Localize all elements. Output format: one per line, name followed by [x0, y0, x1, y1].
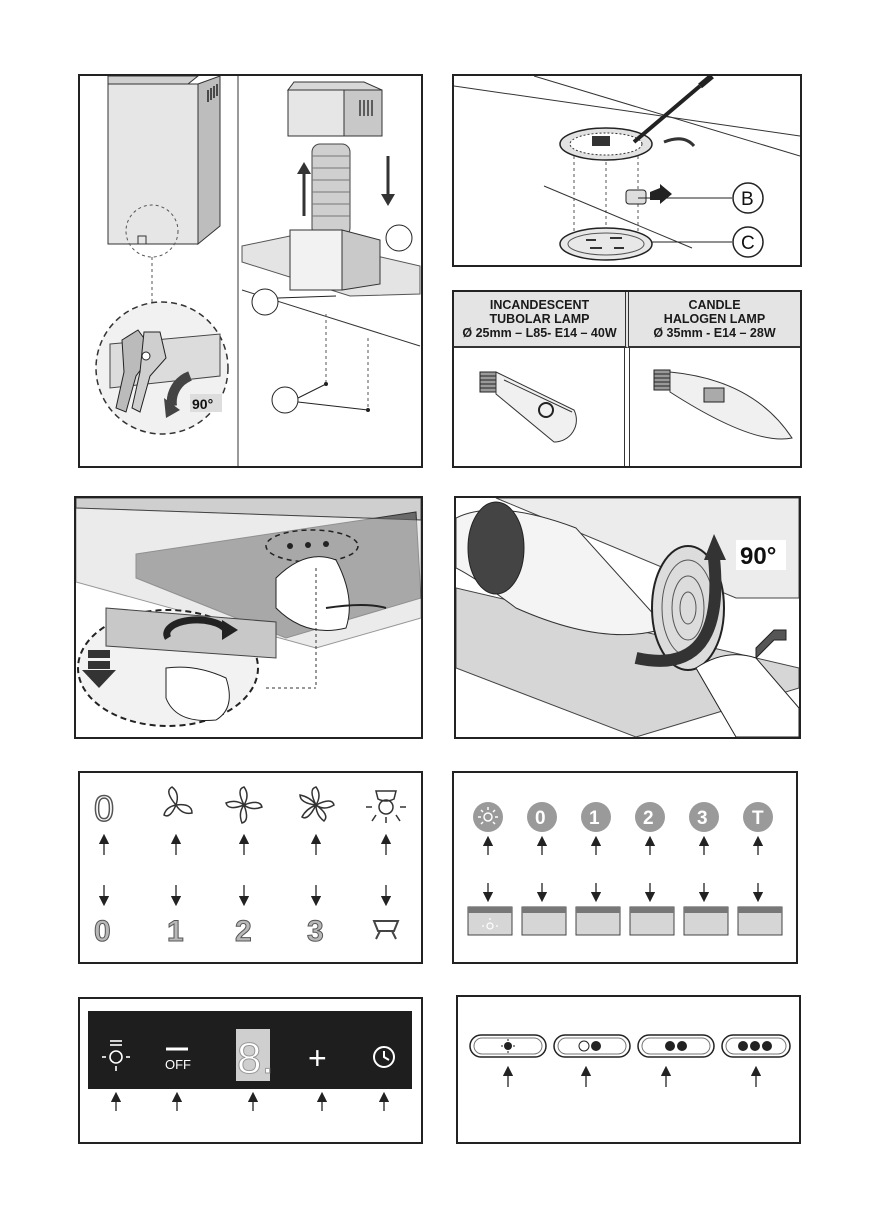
callout-b: B [741, 189, 754, 210]
symbols-a-diagram: 0 0 1 [80, 773, 421, 962]
figure-lamp-cover-removal: B C [452, 74, 802, 267]
lamp-type-line: CANDLE [629, 298, 800, 312]
control-panel-touch-c: OFF 8. + [78, 997, 423, 1144]
lamp-type-line: HALOGEN LAMP [629, 312, 800, 326]
off-symbol-icon: 0 [94, 788, 114, 829]
touch-panel-diagram: OFF 8. + [80, 999, 421, 1142]
display-digit: 8. [237, 1034, 274, 1083]
figure-filter-rotation: 90° [454, 496, 801, 739]
speed-1-label: 1 [167, 915, 184, 948]
control-panel-buttons-b: 0 1 2 3 T [452, 771, 798, 964]
lamp-cover-illustration: B C [454, 76, 800, 265]
lamp-spec-line: Ø 35mm - E14 – 28W [629, 326, 800, 340]
light-bulb-icon [366, 791, 406, 823]
pill-buttons-diagram [458, 997, 799, 1142]
lamp-indicator-icon [374, 921, 398, 939]
speed-3-label: 3 [697, 808, 708, 829]
lamp-type-line: TUBOLAR LAMP [454, 312, 625, 326]
speed-0-label: 0 [94, 915, 111, 948]
speed-3-label: 3 [307, 915, 324, 948]
rotation-angle-label: 90° [740, 543, 776, 570]
chimney-illustration: 90° [80, 76, 421, 466]
lamp-table-header: INCANDESCENT TUBOLAR LAMP Ø 25mm – L85- … [454, 292, 800, 348]
buttons-b-diagram: 0 1 2 3 T [454, 773, 796, 962]
lamp-column-halogen: CANDLE HALOGEN LAMP Ø 35mm - E14 – 28W [629, 292, 800, 348]
control-panel-pills-d [456, 995, 801, 1144]
tubular-lamp-icon [480, 372, 576, 442]
speed-3-dots-icon [738, 1041, 772, 1051]
off-label: OFF [165, 1057, 191, 1072]
fan-speed-1-icon [164, 787, 192, 816]
figure-filter-removal [74, 496, 423, 739]
light-button[interactable] [473, 802, 503, 832]
speed-1-label: 1 [589, 808, 600, 829]
rotation-angle-label: 90° [192, 396, 213, 412]
control-panel-symbols-a: 0 0 1 [78, 771, 423, 964]
lamp-column-incandescent: INCANDESCENT TUBOLAR LAMP Ø 25mm – L85- … [454, 292, 629, 348]
fan-speed-3-icon [300, 787, 334, 821]
lamp-spec-line: Ø 25mm – L85- E14 – 40W [454, 326, 625, 340]
figure-chimney-installation: 90° [78, 74, 423, 468]
timer-label: T [752, 808, 764, 829]
lamp-types-table: INCANDESCENT TUBOLAR LAMP Ø 25mm – L85- … [452, 290, 802, 468]
candle-lamp-icon [654, 370, 792, 439]
speed-2-label: 2 [235, 915, 252, 948]
lamp-type-line: INCANDESCENT [454, 298, 625, 312]
table-column-divider [624, 348, 630, 468]
speed-2-label: 2 [643, 808, 654, 829]
filter-rotation-illustration: 90° [456, 498, 799, 737]
callout-c: C [741, 233, 755, 254]
speed-0-label: 0 [535, 808, 546, 829]
plus-button[interactable]: + [308, 1040, 327, 1076]
fan-speed-2-icon [226, 787, 262, 823]
filter-removal-illustration [76, 498, 421, 737]
